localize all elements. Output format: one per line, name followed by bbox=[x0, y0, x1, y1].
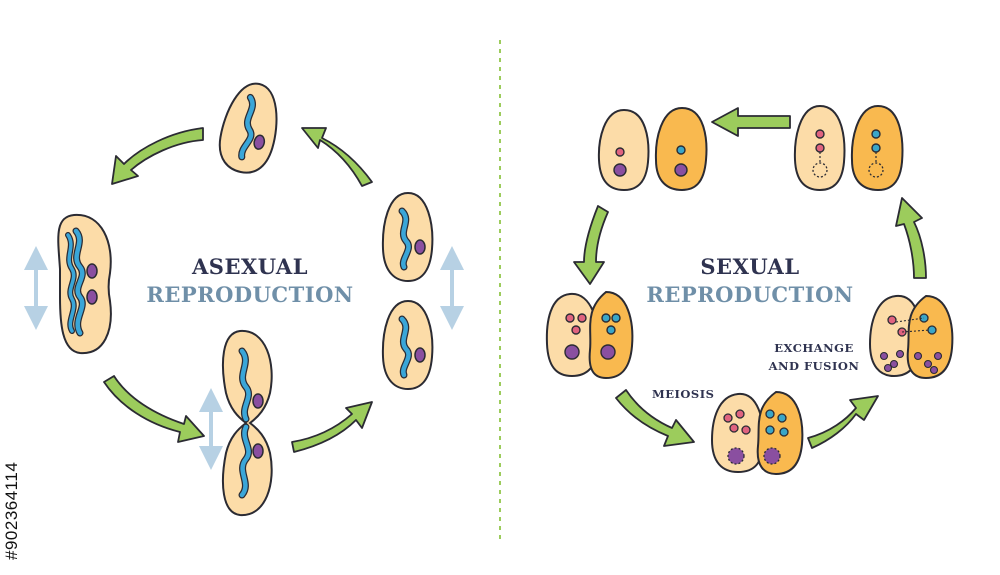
cycle-arrow-sexual-bottom-left bbox=[615, 389, 695, 447]
cycle-arrow-sexual-right bbox=[895, 197, 927, 279]
sexual-pair-right bbox=[868, 294, 954, 380]
asexual-cell-dividing bbox=[221, 329, 273, 517]
cycle-arrow-top-left bbox=[111, 127, 204, 185]
sexual-pair-top-left bbox=[597, 106, 708, 192]
sexual-pair-left bbox=[545, 290, 634, 380]
cycle-arrow-sexual-left bbox=[573, 205, 609, 285]
asexual-cycle: ASEXUAL REPRODUCTION bbox=[24, 82, 464, 517]
stock-id: #902364114 bbox=[2, 461, 21, 560]
label-exchange-line1: EXCHANGE bbox=[774, 341, 854, 355]
cycle-arrow-bottom-left bbox=[103, 375, 205, 443]
asexual-cell-right-upper bbox=[381, 191, 434, 283]
cycle-arrow-sexual-top bbox=[711, 107, 791, 137]
label-meiosis: MEIOSIS bbox=[652, 387, 714, 401]
sexual-pair-bottom bbox=[710, 390, 804, 476]
sexual-title-line1: SEXUAL bbox=[700, 254, 799, 279]
stock-bar bbox=[0, 548, 1000, 575]
sexual-pair-top-right bbox=[793, 104, 904, 192]
sexual-title-line2: REPRODUCTION bbox=[646, 282, 853, 307]
label-exchange-line2: AND FUSION bbox=[768, 359, 860, 373]
cycle-arrow-sexual-bottom-right bbox=[807, 395, 879, 449]
cycle-arrow-top-right bbox=[301, 127, 373, 187]
asexual-cell-right-lower bbox=[381, 299, 434, 391]
asexual-title-line1: ASEXUAL bbox=[191, 254, 308, 279]
asexual-title-line2: REPRODUCTION bbox=[146, 282, 353, 307]
asexual-cell-top bbox=[218, 82, 278, 174]
sexual-cycle: SEXUAL REPRODUCTION MEIOSIS EXCHANGE AND… bbox=[545, 104, 954, 476]
asexual-cell-left bbox=[57, 213, 112, 355]
cycle-arrow-bottom-right bbox=[291, 401, 373, 453]
